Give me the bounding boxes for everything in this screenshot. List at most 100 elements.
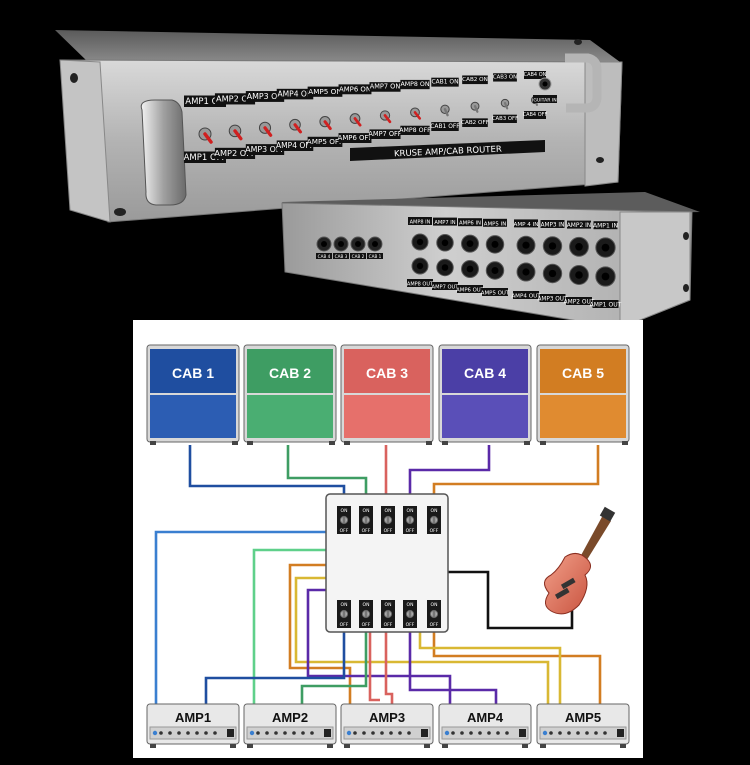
amp-control-panel [149,726,237,740]
toggle-lever-icon [432,611,436,617]
jack-hole-icon [416,238,424,246]
amp-knob-icon [451,731,455,735]
in-label-strip [458,218,482,227]
amp-knob-icon [256,731,260,735]
out-label-strip [457,285,483,293]
on-label: AMP7 ON [370,83,401,91]
amp-knob-icon [213,731,217,735]
toggle-lever-icon [364,517,368,523]
in-jack-label: AMP8 IN [410,220,431,226]
amp-foot [247,744,253,748]
amp-power-switch-icon [421,729,428,737]
toggle-lever-icon [342,611,346,617]
cab-grille [344,395,430,438]
wire [408,445,491,494]
amp-knob-icon [389,731,393,735]
amp-knob-icon [594,731,598,735]
on-label-strip [524,71,546,79]
jack-hole-icon [522,268,530,276]
cab-foot [232,441,238,445]
rack-hole-icon [70,73,78,83]
jack-hole-icon [466,240,474,247]
cab-grille [442,395,528,438]
amp-foot [327,744,333,748]
toggle-lever-icon [263,126,273,137]
off-label: CAB1 OFF [430,123,460,130]
amp-knob-icon [585,731,589,735]
on-label: AMP6 ON [339,85,371,93]
amp-power-switch-icon [227,729,234,737]
guitar-in-label: GUITAR IN [533,98,556,104]
amp-1: AMP1 [146,703,240,748]
off-label-strip [214,147,256,159]
jack-hole-icon [522,241,530,249]
jack-hole-icon [372,241,378,247]
front-rack-top [55,30,620,62]
cab-foot [344,441,350,445]
amp-foot [540,744,546,748]
cab-5: CAB 5 [536,344,630,445]
amp-control-panel [343,726,431,740]
on-label: AMP3 ON [247,92,284,101]
amp-knob-icon [186,731,190,735]
front-switches [198,96,539,144]
on-label: AMP2 ON [216,93,254,103]
on-label-strip [307,86,343,97]
wire [448,570,574,630]
out-jack-label: AMP8 OUT [407,282,434,288]
on-label: CAB3 ON [493,75,517,81]
amp-label: AMP4 [467,710,504,725]
in-jack-label: AMP7 IN [434,220,455,226]
amp-knob-icon [558,731,562,735]
wire [300,632,368,704]
out-jack-label: AMP5 OUT [481,291,510,297]
on-label-strip [462,75,488,85]
amp-knob-icon [195,731,199,735]
amp-label: AMP2 [272,710,308,725]
amp-knob-icon [576,731,580,735]
off-label-strip [493,114,517,123]
toggle-lever-icon [386,517,390,523]
front-handle-right [565,53,602,113]
amp-foot [150,744,156,748]
out-label-strip [513,291,539,299]
on-label: AMP8 ON [400,81,429,88]
amp-power-switch-icon [519,729,526,737]
cab-jack-label: CAB 4 [318,254,331,259]
cab-jack-label: CAB 2 [352,254,365,259]
front-rack-ear-right [584,61,623,187]
off-label: AMP4 OFF [276,141,314,150]
amp-knob-icon [469,731,473,735]
toggle-lever-icon [323,120,332,131]
out-jack-label: AMP2 OUT [564,300,595,306]
off-label: AMP8 OFF [399,127,431,134]
toggle-lever-icon [408,611,412,617]
amp-control-panel [246,726,334,740]
in-jack-label: AMP2 IN [567,223,591,229]
amp-knob-icon [274,731,278,735]
wire [418,632,562,704]
cab-foot [524,441,530,445]
in-label-strip [483,218,507,227]
switch-off-label: OFF [362,528,371,534]
toggle-lever-icon [353,117,362,127]
amp-knob-icon [460,731,464,735]
rack-hole-icon [683,284,689,292]
jack-hole-icon [601,272,610,281]
off-label: AMP2 OFF [214,148,255,158]
off-label-strip [245,144,285,155]
cab-foot [442,441,448,445]
switch-on-label: ON [363,602,370,608]
amp-power-switch-icon [617,729,624,737]
